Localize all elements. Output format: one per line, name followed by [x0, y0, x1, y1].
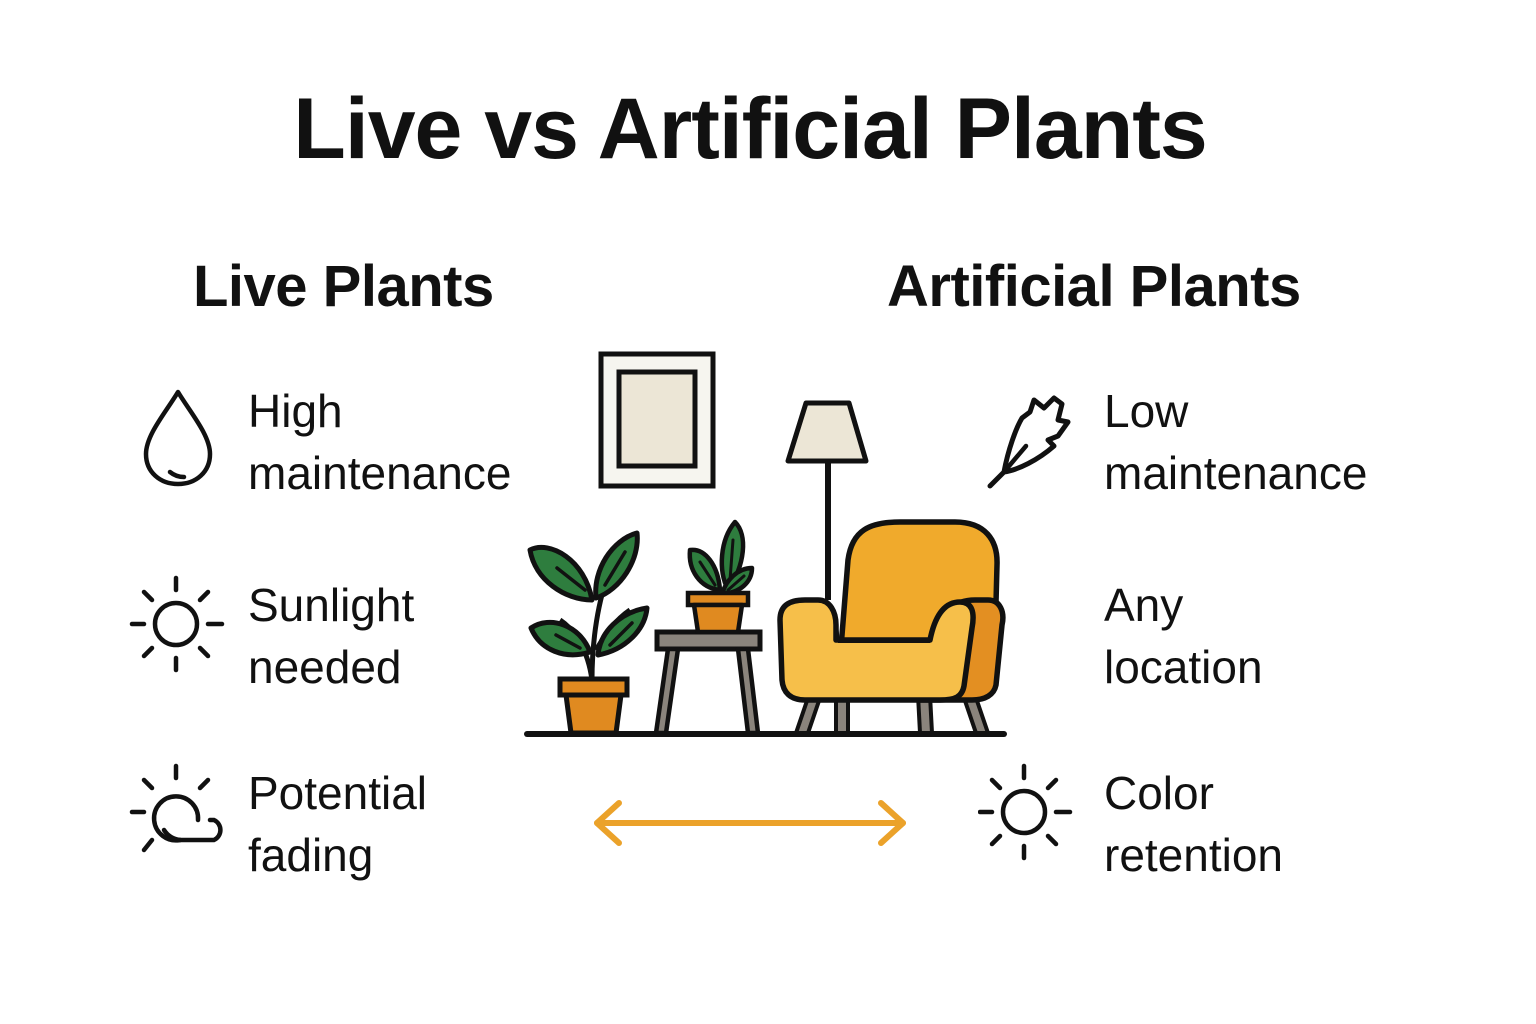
small-potted-plant [685, 519, 755, 635]
main-title: Live vs Artificial Plants [293, 81, 1207, 177]
item-line-2: retention [1104, 829, 1284, 881]
item-line-2: maintenance [248, 447, 512, 499]
item-line-2: maintenance [1104, 447, 1368, 499]
double-arrow-icon [594, 800, 906, 846]
item-line-1: Potential [248, 767, 428, 819]
side-table [653, 629, 763, 736]
artificial-plants-heading: Artificial Plants [887, 254, 1301, 319]
live-plants-heading: Live Plants [193, 254, 494, 319]
item-line-1: High [248, 385, 343, 437]
item-line-1: Any [1104, 579, 1184, 631]
water-drop-icon [143, 389, 213, 487]
sun-cloud-icon [129, 763, 223, 853]
leaf-icon [987, 395, 1071, 489]
item-line-2: fading [248, 829, 374, 881]
item-line-1: Sunlight [248, 579, 415, 631]
armchair [777, 519, 1006, 735]
sun-icon [129, 575, 225, 673]
picture-frame [598, 351, 716, 489]
living-room-illustration [524, 351, 1007, 737]
floor-lamp [785, 400, 869, 600]
sun-icon [978, 763, 1073, 861]
large-potted-plant [527, 530, 650, 736]
item-line-2: needed [248, 641, 402, 693]
item-line-2: location [1104, 641, 1263, 693]
item-line-1: Low [1104, 385, 1189, 437]
item-line-1: Color [1104, 767, 1214, 819]
